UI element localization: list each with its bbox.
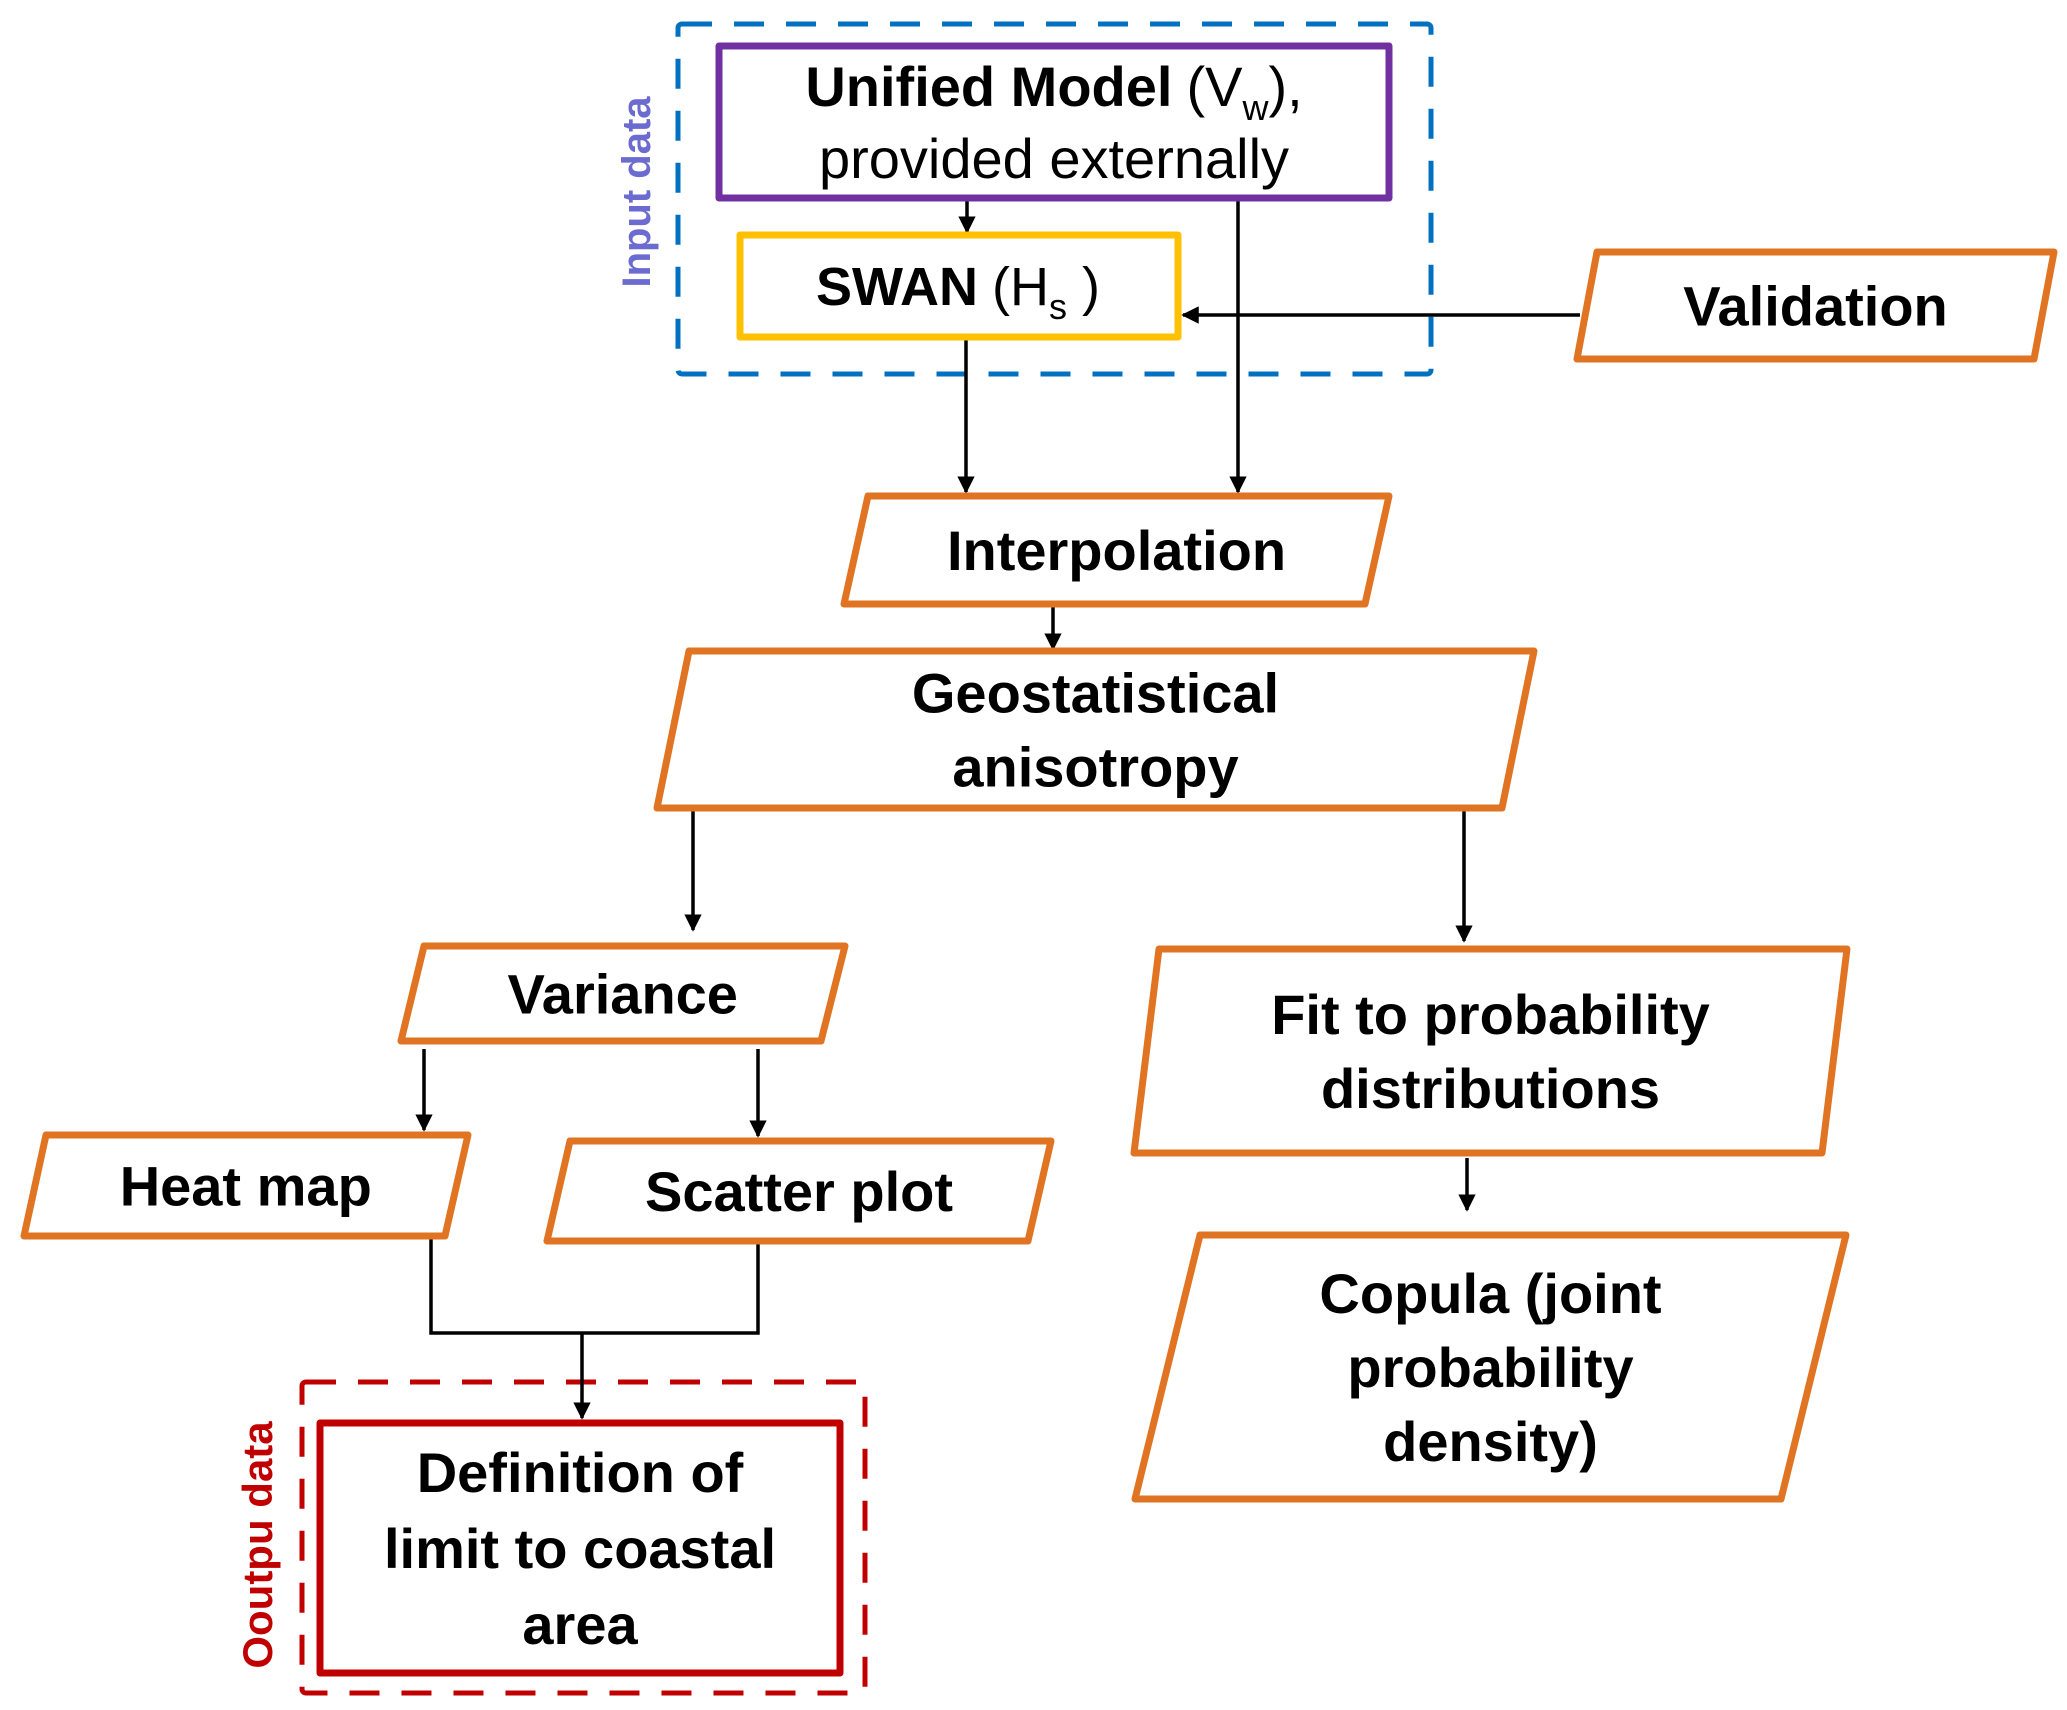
validation-shape (1573, 248, 2058, 363)
unified-model-title: Unified Model (805, 55, 1172, 118)
definition-line2: limit to coastal (384, 1517, 776, 1580)
geostatistical-line2: anisotropy (952, 736, 1238, 799)
unified-model-box (715, 42, 1393, 202)
fit-line2: distributions (1321, 1057, 1660, 1120)
fit-line1: Fit to probability (1271, 983, 1710, 1046)
definition-line3: area (522, 1593, 638, 1656)
copula-line1: Copula (joint (1319, 1262, 1661, 1325)
unified-model-line1: Unified Model(Vw), (805, 55, 1302, 128)
geostatistical-anisotropy-node[interactable]: Geostatistical anisotropy (653, 647, 1538, 812)
unified-model-subscript: w (1241, 87, 1269, 128)
validation-node[interactable]: Validation (1573, 248, 2058, 363)
heat-map-label: Heat map (120, 1155, 372, 1218)
copula-line3: density) (1383, 1410, 1598, 1473)
heat-map-node[interactable]: Heat map (20, 1131, 472, 1240)
scatter-plot-label: Scatter plot (645, 1160, 953, 1223)
scatter-plot-node[interactable]: Scatter plot (543, 1137, 1055, 1245)
validation-label: Validation (1683, 275, 1948, 338)
edges (415, 196, 1580, 1420)
unified-model-node[interactable]: Unified Model(Vw), provided externally (715, 42, 1393, 202)
swan-label: SWAN(Hs ) (816, 257, 1100, 327)
variance-shape (397, 942, 849, 1045)
copula-node[interactable]: Copula (joint probability density) (1131, 1231, 1850, 1503)
fit-probability-distributions-node[interactable]: Fit to probability distributions (1130, 945, 1851, 1157)
definition-limit-coastal-area-node[interactable]: Definition of limit to coastal area (316, 1419, 844, 1677)
swan-box (736, 231, 1182, 341)
unified-model-line2: provided externally (819, 127, 1289, 190)
geostatistical-line1: Geostatistical (912, 662, 1279, 725)
interpolation-shape (840, 492, 1393, 608)
definition-box (316, 1419, 844, 1677)
unified-model-symbol: (V (1186, 55, 1243, 118)
interpolation-node[interactable]: Interpolation (840, 492, 1393, 608)
swan-symbol: (H (992, 257, 1049, 317)
definition-line1: Definition of (417, 1441, 744, 1504)
heat-map-shape (20, 1131, 472, 1240)
edge-merge-bracket (429, 1232, 760, 1335)
scatter-plot-shape (543, 1137, 1055, 1245)
geostatistical-shape (653, 647, 1538, 812)
swan-node[interactable]: SWAN(Hs ) (736, 231, 1182, 341)
output-data-label: Ooutpu data (234, 1421, 281, 1669)
variance-node[interactable]: Variance (397, 942, 849, 1045)
unified-model-symbol-end: ), (1268, 55, 1302, 118)
swan-title: SWAN (816, 257, 978, 317)
swan-symbol-end: ) (1067, 257, 1100, 317)
copula-line2: probability (1347, 1336, 1633, 1399)
copula-shape (1131, 1231, 1850, 1503)
fit-shape (1130, 945, 1851, 1157)
variance-label: Variance (508, 963, 738, 1026)
swan-subscript: s (1049, 286, 1067, 327)
input-data-group (675, 21, 1434, 377)
input-data-label: Input data (615, 96, 659, 288)
interpolation-label: Interpolation (947, 519, 1286, 582)
